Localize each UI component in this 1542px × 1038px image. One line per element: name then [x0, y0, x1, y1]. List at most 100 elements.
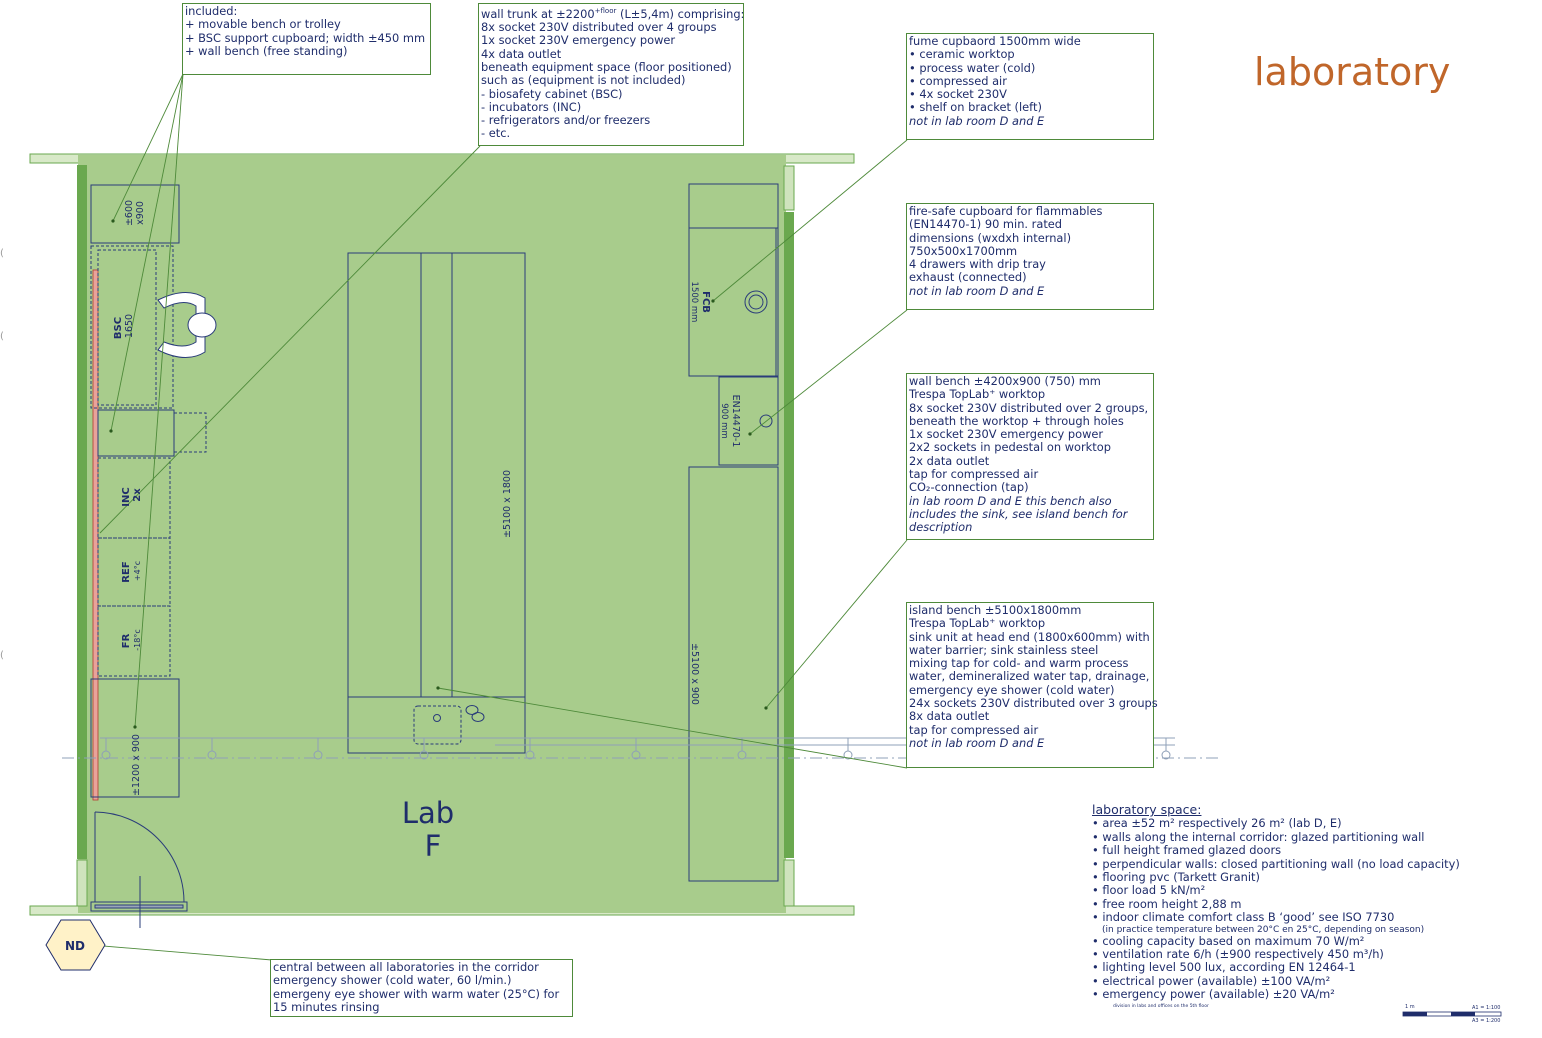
included-line: + movable bench or trolley: [185, 17, 341, 32]
lab-space-item-line: • ventilation rate 6/h (±900 respectivel…: [1092, 947, 1384, 962]
lab-space-item-line: • electrical power (available) ±100 VA/m…: [1092, 973, 1331, 988]
scale-left: 1 m: [1405, 1004, 1415, 1010]
firesafe-line: dimensions (wxdxh internal): [909, 230, 1072, 245]
nd-label: ND: [65, 939, 85, 953]
wall-trunk-line: beneath equipment space (floor positione…: [481, 59, 732, 74]
island-line: mixing tap for cold- and warm process: [909, 656, 1129, 671]
right-wall-top: [783, 165, 795, 211]
island-line: water, demineralized water tap, drainage…: [909, 669, 1150, 684]
wall-trunk-line: - biosafety cabinet (BSC): [481, 86, 623, 101]
lab-space-heading: laboratory space:: [1092, 802, 1202, 817]
left-wall-lower: [76, 859, 88, 907]
cupboard-600-line1: ±600: [124, 200, 135, 226]
wall-trunk: [92, 269, 99, 801]
wall-trunk-line: 1x socket 230V emergency power: [481, 33, 676, 48]
firesafe-line: fire-safe cupboard for flammables: [909, 204, 1103, 218]
fcb-sink-icon: [744, 290, 768, 314]
shower-line: central between all laboratories in the …: [273, 960, 539, 974]
wall-trunk-line: such as (equipment is not included): [481, 73, 686, 88]
note-shower: central between all laboratories in the …: [270, 959, 573, 1017]
lab-space-item-line: • emergency power (available) ±20 VA/m²: [1092, 987, 1335, 1002]
wallbench-italic-line: includes the sink, see island bench for: [909, 506, 1128, 521]
inc-label: INC: [121, 487, 132, 506]
wall-trunk-line: - refrigerators and/or freezers: [481, 113, 651, 128]
room-name-line2: F: [425, 829, 442, 863]
leader-lines: [54, 73, 908, 961]
fume-line: fume cupbaord 1500mm wide: [909, 34, 1081, 48]
note-firesafe: fire-safe cupboard for flammables(EN1447…: [906, 203, 1154, 310]
island-line: water barrier; sink stainless steel: [909, 642, 1099, 657]
wall-trunk-line: - etc.: [481, 126, 511, 141]
fr-zone: [97, 605, 171, 677]
note-fume-cupboard: fume cupbaord 1500mm wide• ceramic workt…: [906, 33, 1154, 140]
fr-temp: -18°c: [133, 629, 142, 650]
firesafe-cupboard: [718, 376, 779, 466]
scale-right-2: A3 = 1:200: [1472, 1018, 1500, 1024]
wall-bench-size-label: ±5100 x 900: [689, 643, 700, 705]
fume-cupboard: [688, 227, 779, 377]
scale-right-1: A1 = 1:100: [1472, 1005, 1500, 1011]
island-line: emergency eye shower (cold water): [909, 682, 1115, 697]
firesafe-line: 750x500x1700mm: [909, 243, 1018, 258]
wall-trunk-line: 4x data outlet: [481, 46, 562, 61]
wallbench-italic-line: in lab room D and E this bench also: [909, 493, 1112, 508]
island-line: 24x sockets 230V distributed over 3 grou…: [909, 696, 1158, 711]
lab-space-item-line: • lighting level 500 lux, according EN 1…: [1092, 960, 1356, 975]
ref-label: REF: [121, 561, 132, 582]
left-wall: [77, 165, 87, 859]
fume-line: • process water (cold): [909, 60, 1036, 75]
fume-line: • ceramic worktop: [909, 47, 1015, 62]
note-included: included:+ movable bench or trolley+ BSC…: [182, 3, 431, 75]
room-name-line1: Lab: [402, 796, 454, 830]
inc-count: 2x: [132, 488, 143, 502]
included-line: + BSC support cupboard; width ±450 mm: [185, 30, 426, 45]
island-size-label: ±5100 x 1800: [502, 470, 513, 538]
bsc-inner: [97, 249, 157, 406]
bsc-label: BSC: [113, 317, 124, 339]
page-title: laboratory: [1254, 50, 1451, 94]
island-line: island bench ±5100x1800mm: [909, 603, 1082, 617]
lab-space-list: laboratory space: • area ±52 m² respecti…: [1092, 803, 1460, 1002]
wallbench-line: CO₂-connection (tap): [909, 480, 1029, 495]
island-line: 8x data outlet: [909, 709, 990, 724]
shower-line: 15 minutes rinsing: [273, 999, 380, 1014]
island-line: tap for compressed air: [909, 722, 1039, 737]
fume-line: • shelf on bracket (left): [909, 100, 1042, 115]
fcb-label: FCB: [700, 291, 711, 313]
wallbench-line: 1x socket 230V emergency power: [909, 427, 1104, 442]
svg-text:(: (: [0, 650, 4, 661]
wallbench-italic-line: description: [909, 520, 973, 535]
cupboard-1200-label: ±1200 x 900: [131, 734, 142, 796]
island-line: Trespa TopLab⁺ worktop: [909, 616, 1046, 631]
firesafe-italic: not in lab room D and E: [909, 283, 1045, 298]
lab-space-item-line: • perpendicular walls: closed partitioni…: [1092, 856, 1460, 871]
lab-space-item-line: • walls along the internal corridor: gla…: [1092, 829, 1425, 844]
bsc-zone: [90, 245, 174, 409]
wall-trunk-heading: wall trunk at ±2200+floor (L±5,4m) compr…: [481, 6, 745, 21]
note-wall-trunk: wall trunk at ±2200+floor (L±5,4m) compr…: [478, 3, 744, 146]
wallbench-line: 2x2 sockets in pedestal on worktop: [909, 440, 1111, 455]
shower-line: emergeny eye shower with warm water (25°…: [273, 986, 560, 1001]
wallbench-line: Trespa TopLab⁺ worktop: [909, 387, 1046, 402]
wallbench-line: wall bench ±4200x900 (750) mm: [909, 374, 1101, 388]
fume-line: • compressed air: [909, 73, 1007, 88]
firesafe-line: (EN14470-1) 90 min. rated: [909, 217, 1063, 232]
cupboard-600: [90, 184, 180, 244]
fr-label: FR: [121, 633, 132, 648]
firesafe-line: exhaust (connected): [909, 270, 1027, 285]
en14470-label: EN14470-1: [730, 395, 741, 448]
island-sink: [413, 705, 462, 745]
wall-bench-rect: [688, 466, 779, 882]
right-wall: [784, 212, 794, 858]
footer-small-text: division in labs and offices on the 5th …: [1113, 1003, 1209, 1009]
lab-space-item-line: • flooring pvc (Tarkett Granit): [1092, 870, 1260, 885]
fume-italic: not in lab room D and E: [909, 113, 1045, 128]
fume-line: • 4x socket 230V: [909, 87, 1007, 102]
svg-text:(: (: [0, 331, 4, 342]
ref-temp: +4°c: [133, 561, 142, 581]
lab-space-item-line: • cooling capacity based on maximum 70 W…: [1092, 933, 1365, 948]
wallbench-line: 8x socket 230V distributed over 2 groups…: [909, 400, 1149, 415]
